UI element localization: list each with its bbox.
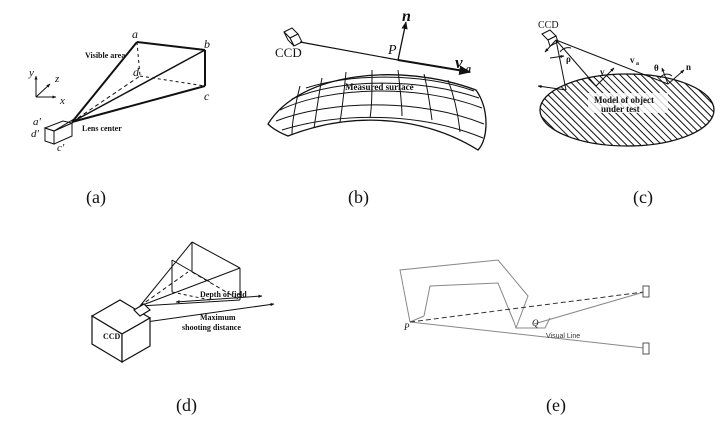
corner-b-label: b: [204, 37, 210, 51]
caption-d: (d): [176, 395, 197, 416]
rho-label: ρ: [566, 54, 571, 64]
model-label-line2: under test: [601, 104, 640, 114]
view-vector-sub: a: [466, 64, 471, 75]
panel-c: CCD ρ v v a θ n Model of object under te…: [537, 20, 715, 208]
visible-area-label: Visible area: [85, 51, 125, 60]
corner-d-label: d: [133, 65, 140, 79]
caption-b: (b): [348, 187, 369, 208]
corner-d-prime-label: d': [31, 128, 40, 140]
ccd-label-c: CCD: [538, 20, 559, 31]
axis-z-label: z: [54, 73, 60, 85]
corner-c-prime-label: c': [57, 142, 65, 154]
caption-e: (e): [546, 395, 566, 416]
point-p-label-e: P: [403, 322, 410, 332]
view-vector-label: v: [455, 53, 463, 72]
camera-marker-top: [642, 285, 650, 298]
corner-a-label: a: [132, 27, 138, 41]
corner-a-prime-label: a': [33, 116, 42, 128]
va-label: v: [630, 55, 635, 65]
corner-c-label: c: [204, 89, 210, 103]
point-q-label-e: Q: [532, 318, 539, 328]
max-distance-line1: Maximum: [200, 313, 236, 322]
n-label-c: n: [686, 62, 691, 72]
theta-label: θ: [654, 63, 659, 73]
panel-b: CCD n P v a Measured surface (b): [267, 8, 487, 208]
visual-line-label: Visual Line: [546, 333, 580, 340]
ccd-label-d: CCD: [103, 332, 121, 341]
normal-n-label: n: [402, 8, 411, 25]
panel-d: CCD Depth of field Maximum shooting dist…: [90, 241, 275, 416]
depth-of-field-label: Depth of field: [200, 290, 247, 299]
model-label-line1: Model of object: [594, 95, 654, 105]
max-distance-line2: shooting distance: [182, 323, 241, 332]
camera-marker-bottom: [642, 342, 650, 355]
panel-a: a b c d Visible area Lens center a' d' c…: [28, 27, 210, 208]
measured-surface-label: Measured surface: [345, 82, 414, 92]
lens-center-label: Lens center: [82, 124, 122, 133]
axis-x-label: x: [59, 95, 65, 107]
v-label: v: [600, 67, 605, 77]
caption-c: (c): [633, 187, 653, 208]
caption-a: (a): [86, 187, 106, 208]
panel-e: P Q Visual Line (e): [399, 259, 650, 416]
axis-y-label: y: [28, 67, 34, 79]
point-p-label-b: P: [387, 43, 397, 58]
va-sub: a: [636, 61, 639, 67]
ccd-label-b: CCD: [275, 45, 302, 60]
